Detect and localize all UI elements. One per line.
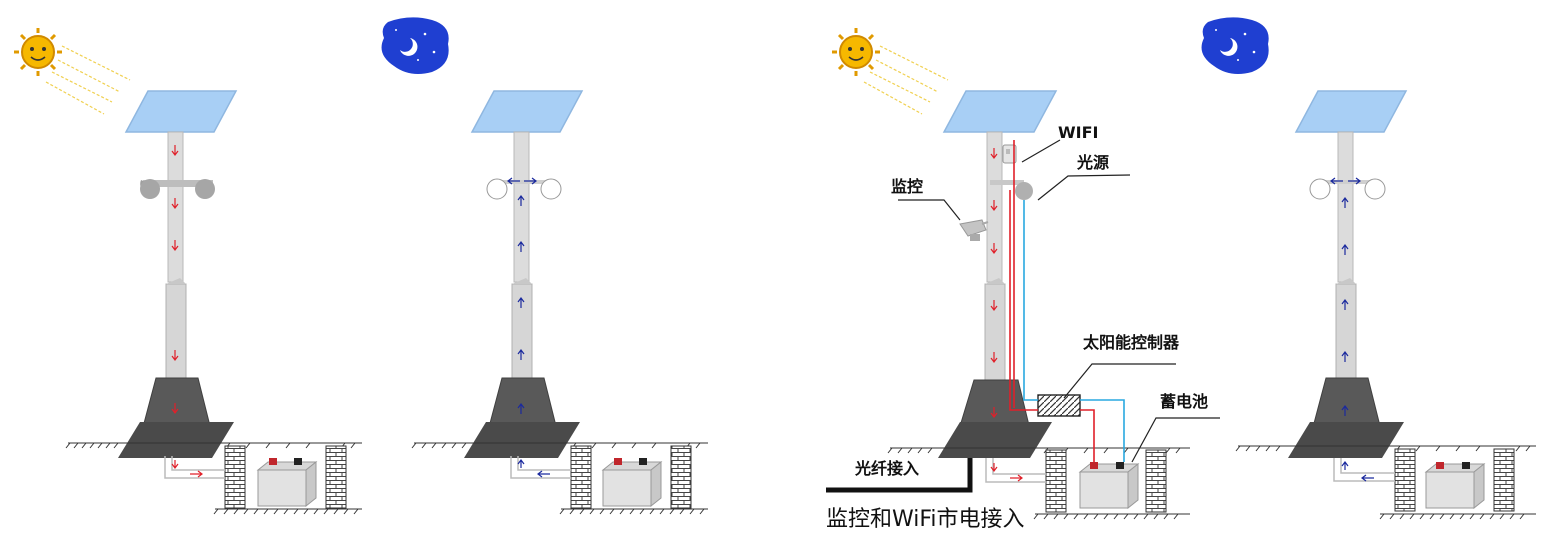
night-flow-arrows bbox=[1330, 177, 1374, 482]
wifi-ap-icon bbox=[1002, 144, 1017, 164]
label-light-source: 光源 bbox=[1076, 153, 1109, 172]
solar-panel-icon bbox=[1294, 90, 1408, 133]
leader-lines bbox=[898, 139, 1220, 463]
lamp-heads bbox=[486, 178, 562, 200]
scene-night-lighting-basic bbox=[381, 17, 708, 515]
label-monitor: 监控 bbox=[891, 177, 923, 196]
sun-icon bbox=[832, 28, 880, 76]
blue-wire bbox=[1023, 200, 1125, 462]
label-solar-controller: 太阳能控制器 bbox=[1082, 333, 1180, 352]
ground-slab bbox=[464, 422, 580, 458]
sun-rays bbox=[45, 45, 131, 115]
scene-day-charging-basic bbox=[14, 28, 362, 515]
day-flow-arrows bbox=[171, 145, 203, 478]
sun-icon bbox=[14, 28, 62, 76]
brick-wall-right bbox=[1145, 449, 1167, 513]
red-wire bbox=[1009, 140, 1095, 462]
label-fiber-access: 光纤接入 bbox=[854, 459, 919, 478]
battery-icon bbox=[256, 458, 318, 508]
label-battery: 蓄电池 bbox=[1160, 392, 1208, 411]
light-source-head bbox=[990, 180, 1033, 200]
pole bbox=[513, 131, 530, 283]
scene-day-charging-smart: WIFI 光源 监控 太阳能控制器 蓄电池 光纤接入 监控和WiFi市电接入 bbox=[826, 28, 1220, 532]
label-wifi: WIFI bbox=[1058, 123, 1098, 142]
pole-lower bbox=[1335, 283, 1357, 389]
brick-wall-right bbox=[1493, 448, 1515, 512]
lamp-heads bbox=[1309, 178, 1386, 200]
brick-wall-left bbox=[570, 445, 592, 509]
camera-icon bbox=[959, 219, 989, 241]
ground-line bbox=[1235, 445, 1536, 520]
pole-lower bbox=[984, 283, 1006, 391]
battery-icon bbox=[601, 458, 663, 508]
brick-wall-right bbox=[325, 445, 347, 509]
day-flow-arrows bbox=[990, 148, 1023, 482]
pole-lower bbox=[165, 283, 187, 389]
solar-controller-box bbox=[1037, 394, 1081, 417]
brick-wall-left bbox=[1045, 449, 1067, 513]
solar-panel-icon bbox=[942, 90, 1058, 133]
night-flow-arrows bbox=[507, 177, 550, 478]
ground-slab bbox=[118, 422, 234, 458]
moon-icon bbox=[1201, 17, 1269, 74]
solar-panel-icon bbox=[470, 90, 584, 133]
ground-slab bbox=[938, 422, 1052, 458]
label-mains-access: 监控和WiFi市电接入 bbox=[826, 507, 1025, 532]
moon-icon bbox=[381, 17, 449, 74]
ground-slab bbox=[1288, 422, 1404, 458]
fiber-cable bbox=[826, 458, 973, 493]
sun-rays bbox=[863, 45, 949, 115]
brick-wall-left bbox=[1394, 448, 1416, 512]
scene-night-lighting-smart bbox=[1201, 17, 1536, 520]
solar-panel-icon bbox=[124, 90, 238, 133]
brick-wall-left bbox=[224, 445, 246, 509]
ground-line bbox=[411, 442, 708, 515]
battery-icon bbox=[1078, 462, 1140, 510]
battery-icon bbox=[1424, 462, 1486, 510]
brick-wall-right bbox=[670, 445, 692, 509]
lamp-heads bbox=[140, 179, 215, 199]
